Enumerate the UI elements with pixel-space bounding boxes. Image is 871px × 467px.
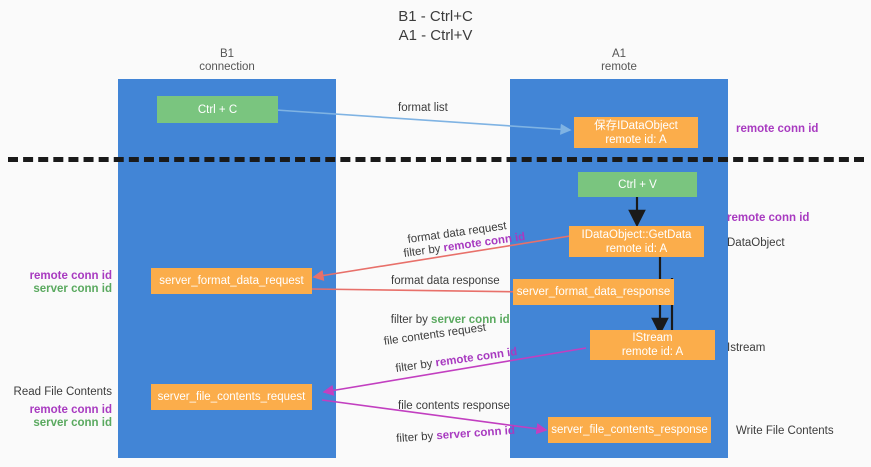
annotation-left-server-conn-id-2: server conn id [33, 417, 112, 429]
edge-label-format-list: format list [398, 102, 448, 114]
node-ctrl-v[interactable]: Ctrl + V [578, 172, 697, 197]
annotation-remote-conn-id-mid: remote conn id [727, 212, 810, 224]
node-save-idataobject-label: 保存IDataObject [594, 119, 678, 132]
edge-label-filter-prefix: filter by [402, 242, 445, 260]
annotation-dataobject: DataObject [727, 237, 785, 249]
node-idataobject-getdata-label: IDataObject::GetData [581, 228, 692, 241]
node-server-format-data-response-label: server_format_data_response [516, 286, 671, 298]
node-istream-sublabel: remote id: A [621, 346, 684, 358]
node-istream-label: IStream [632, 332, 673, 344]
edge-label-filter-key-server-conn-id-2: server conn id [436, 424, 516, 443]
edge-label-filter-prefix-2: filter by [390, 314, 432, 326]
node-save-idataobject[interactable]: 保存IDataObject remote id: A [574, 117, 698, 148]
node-server-format-data-request[interactable]: server_format_data_request [151, 268, 312, 294]
node-ctrl-v-label: Ctrl + V [618, 178, 657, 191]
node-server-file-contents-response-label: server_file_contents_response [551, 424, 708, 436]
node-server-format-data-response[interactable]: server_format_data_response [513, 279, 674, 305]
page-title: B1 - Ctrl+C A1 - Ctrl+V [398, 8, 473, 44]
connector-format-data-response [311, 286, 534, 298]
node-ctrl-c-label: Ctrl + C [197, 103, 238, 116]
node-istream[interactable]: IStream remote id: A [590, 330, 715, 360]
node-server-file-contents-response[interactable]: server_file_contents_response [548, 417, 711, 443]
edge-label-file-contents-response-filter: filter by server conn id [382, 409, 516, 463]
annotation-left-remote-conn-id-2: remote conn id [29, 404, 112, 416]
annotation-write-file-contents: Write File Contents [736, 425, 834, 437]
edge-label-file-contents-response: file contents response [398, 400, 510, 412]
edge-label-filter-key-remote-conn-id: remote conn id [442, 230, 527, 255]
node-server-file-contents-request[interactable]: server_file_contents_request [151, 384, 312, 410]
node-save-idataobject-sublabel: remote id: A [605, 133, 667, 146]
node-idataobject-getdata-sublabel: remote id: A [605, 242, 668, 255]
edge-label-filter-key-remote-conn-id-2: remote conn id [434, 345, 519, 370]
edge-label-format-data-response: format data response [391, 275, 500, 287]
annotation-read-file-contents: Read File Contents [13, 386, 112, 398]
edge-label-format-data-response-filter: filter by server conn id [378, 298, 510, 343]
annotation-left-remote-conn-id: remote conn id [29, 270, 112, 282]
edge-label-filter-prefix-3: filter by [394, 357, 437, 375]
edge-label-filter-prefix-4: filter by [395, 430, 437, 446]
lane-header-b1: B1 connection [199, 48, 255, 73]
edge-label-filter-key-server-conn-id: server conn id [431, 314, 510, 326]
phase-divider [8, 157, 864, 162]
node-server-format-data-request-label: server_format_data_request [159, 275, 304, 287]
node-server-file-contents-request-label: server_file_contents_request [157, 391, 306, 403]
annotation-istream: Istream [727, 342, 766, 354]
node-ctrl-c[interactable]: Ctrl + C [157, 96, 278, 123]
lane-header-a1: A1 remote [601, 48, 637, 73]
annotation-remote-conn-id-top: remote conn id [736, 123, 819, 135]
annotation-left-server-conn-id: server conn id [33, 283, 112, 295]
node-idataobject-getdata[interactable]: IDataObject::GetData remote id: A [569, 226, 704, 257]
